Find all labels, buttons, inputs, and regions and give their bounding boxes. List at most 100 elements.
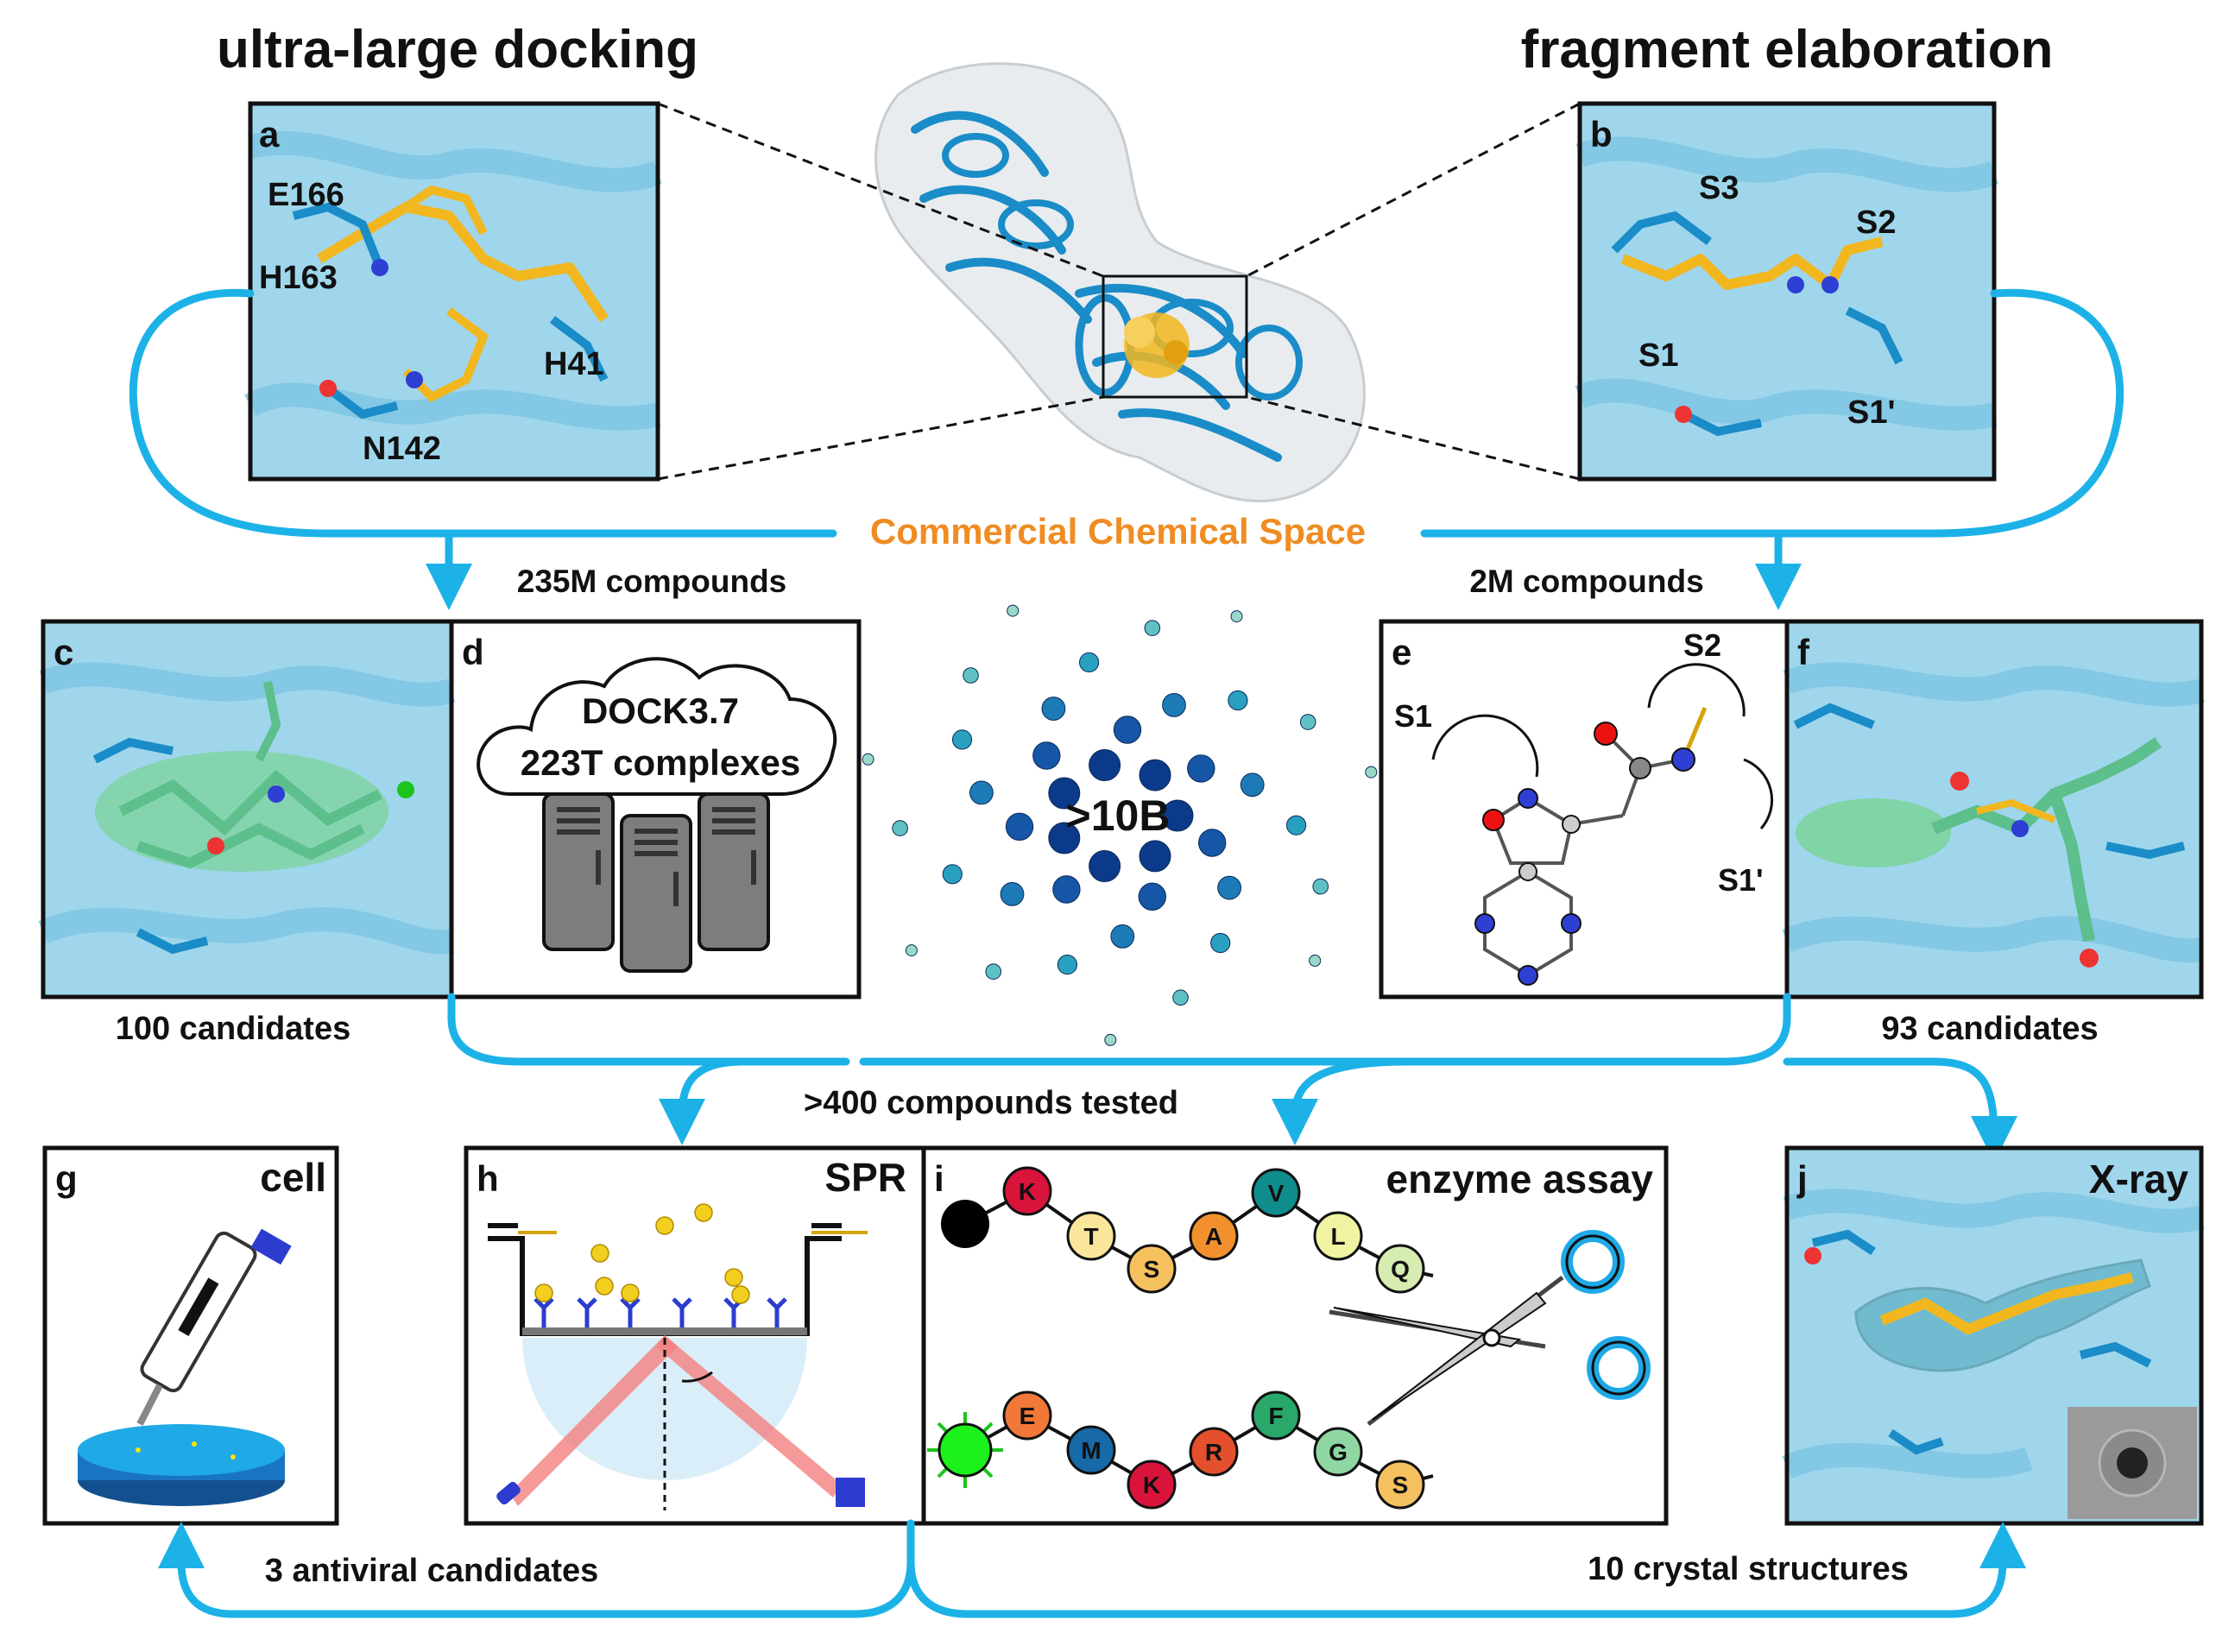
chemical-space-dot — [1139, 840, 1171, 873]
chemical-space-dot — [1005, 812, 1034, 841]
chemical-space-dot — [1228, 690, 1248, 711]
panel-d-letter: d — [462, 632, 484, 672]
top-residue-label: K — [1019, 1178, 1036, 1205]
bottom-residue-circle — [1375, 1460, 1425, 1510]
chemical-space-dot — [862, 753, 874, 766]
top-residue-circle — [1313, 1211, 1363, 1261]
bottom-residue-label: R — [1205, 1439, 1222, 1466]
chemical-space-dot — [1309, 955, 1322, 967]
bottom-residue-label: K — [1143, 1472, 1160, 1498]
dock-complexes-label: 223T complexes — [521, 742, 801, 783]
petri-dish-icon — [78, 1424, 285, 1506]
chemical-space-dot — [1032, 741, 1061, 770]
residue-n142-label: N142 — [363, 431, 441, 467]
panel-h-letter: h — [477, 1158, 499, 1199]
pocket-s1prime-label: S1' — [1847, 394, 1896, 431]
cloud-icon — [477, 657, 837, 796]
top-residue-label: A — [1205, 1223, 1222, 1250]
top-residue-label: V — [1268, 1180, 1285, 1207]
chemical-space-dot — [905, 944, 918, 957]
panel-b: b S3 S2 S1 S1' — [1575, 101, 1998, 482]
chemical-space-dot — [1079, 652, 1100, 673]
chemical-space-dot — [1365, 766, 1378, 779]
chemical-space-dot — [1089, 749, 1121, 781]
chemical-space-dot — [1104, 1033, 1117, 1046]
panel-h: h SPR — [464, 1145, 926, 1526]
protein-structure-image — [874, 62, 1366, 503]
bottom-residue-circle — [1189, 1427, 1239, 1477]
residue-h41-label: H41 — [544, 346, 604, 382]
chemical-space-dot — [1172, 989, 1189, 1006]
panel-c: c — [38, 619, 456, 999]
panel-c-letter: c — [54, 632, 73, 672]
panel-f-letter: f — [1797, 632, 1810, 672]
chemical-space-dot — [1299, 714, 1316, 730]
chemical-space-dot — [1312, 878, 1329, 895]
commercial-space-label: Commercial Chemical Space — [870, 511, 1366, 552]
chemical-space-dot — [963, 667, 979, 684]
chemical-space-dot — [1041, 697, 1066, 721]
chemical-space-dot — [1230, 610, 1243, 623]
chemical-space-dot — [892, 820, 908, 836]
bottom-residue-label: S — [1392, 1472, 1409, 1498]
pocket-s3-label: S3 — [1699, 170, 1739, 206]
chemical-space-dot — [1286, 815, 1307, 835]
chemical-space-dot — [969, 780, 994, 805]
antiviral-candidates-label: 3 antiviral candidates — [265, 1553, 599, 1589]
panel-j: j X-ray — [1782, 1145, 2205, 1526]
top-residue-circle — [1066, 1211, 1116, 1261]
chemical-space-dot — [1007, 604, 1020, 617]
chemical-space-dot — [1113, 716, 1142, 744]
residue-h163-label: H163 — [259, 260, 338, 296]
antibody-row — [533, 1297, 787, 1327]
panel-e: e S1 S2 S1' — [1379, 619, 1790, 999]
top-residue-label: Q — [1391, 1256, 1410, 1283]
bottom-residue-circle — [1127, 1460, 1177, 1510]
chemical-space-dot — [1139, 759, 1171, 791]
top-residue-label: S — [1144, 1256, 1160, 1283]
top-residue-circle — [1189, 1211, 1239, 1261]
bottom-residue-circle — [1251, 1390, 1301, 1441]
chemical-space-dot — [1217, 875, 1241, 900]
dock-version-label: DOCK3.7 — [582, 690, 739, 731]
bottom-residue-label: M — [1081, 1437, 1101, 1464]
bottom-residue-circle — [1313, 1427, 1363, 1477]
spr-title: SPR — [824, 1155, 906, 1200]
chemical-space-dot — [1048, 822, 1081, 854]
n-terminus-dark — [941, 1200, 989, 1248]
chemical-space-dot — [1000, 882, 1025, 906]
panel-b-letter: b — [1590, 114, 1613, 154]
top-residue-circle — [1127, 1244, 1177, 1294]
right-header: fragment elaboration — [1521, 20, 2054, 79]
right-count-label: 2M compounds — [1469, 564, 1703, 599]
bottom-residue-circle — [1066, 1425, 1116, 1475]
chemical-space-dot — [1144, 620, 1161, 637]
chemical-space-dot — [1210, 932, 1231, 954]
chemical-space-dot — [985, 963, 1001, 980]
pocket-e-s1prime-label: S1' — [1718, 862, 1764, 898]
top-flow-arrows — [129, 288, 2124, 610]
bottom-flow-arrows — [158, 1519, 2026, 1618]
chemical-space-dot — [1240, 772, 1265, 798]
chemical-space-dot — [942, 864, 963, 885]
chemical-space-dot — [1162, 693, 1186, 717]
chemical-space-dot — [1187, 754, 1215, 783]
chemical-space-dot — [1138, 882, 1167, 911]
panel-a: a E166 H163 H41 N142 — [244, 101, 662, 482]
left-header: ultra-large docking — [217, 20, 698, 79]
left-count-label: 235M compounds — [517, 564, 787, 599]
bottom-residue-label: G — [1329, 1439, 1348, 1466]
top-residue-circle — [1251, 1168, 1301, 1218]
chemical-space-dot — [951, 729, 973, 750]
panel-i-letter: i — [934, 1158, 944, 1199]
residue-e166-label: E166 — [268, 177, 344, 213]
panel-g-letter: g — [55, 1158, 78, 1199]
bottom-residue-label: E — [1020, 1403, 1036, 1429]
panel-e-letter: e — [1392, 632, 1411, 672]
top-residue-circle — [1002, 1166, 1052, 1216]
top-residue-label: T — [1083, 1223, 1098, 1250]
chemical-space-dot — [1089, 850, 1121, 882]
server-icon — [542, 792, 770, 973]
chemical-space-dot — [1052, 875, 1081, 904]
